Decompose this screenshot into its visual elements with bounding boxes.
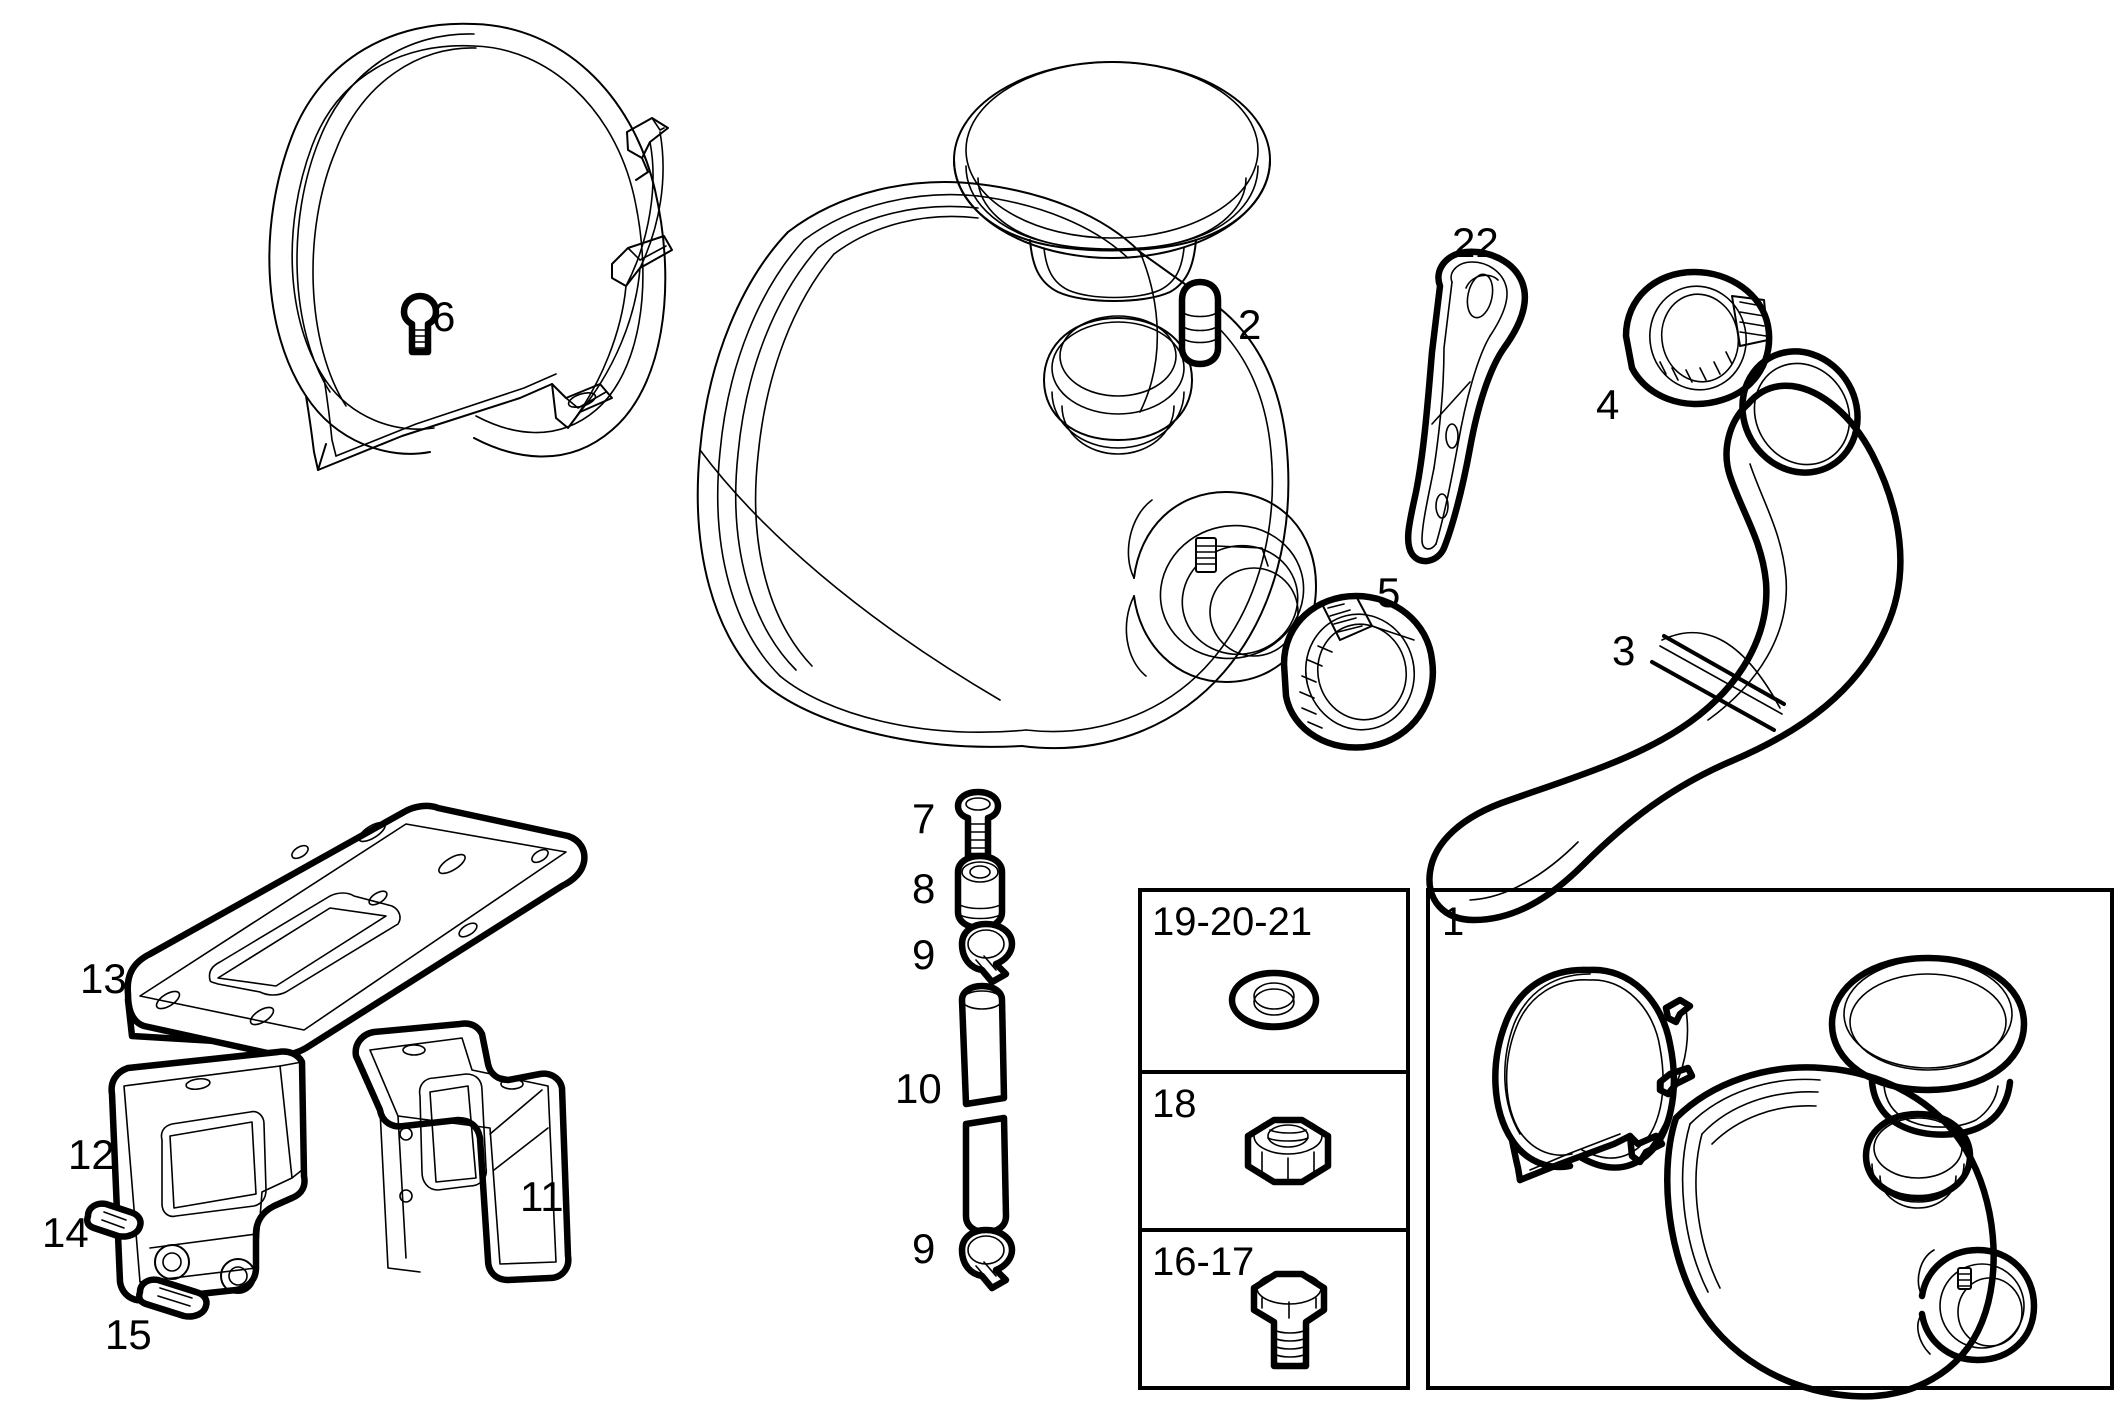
callout-9-upper: 9 <box>912 931 936 978</box>
plug-icon <box>1178 278 1222 368</box>
bolt-15-icon <box>136 1276 210 1320</box>
callout-6: 6 <box>432 293 456 340</box>
hex-bolt-icon <box>1250 1270 1328 1370</box>
callout-22: 22 <box>1452 219 1499 266</box>
callout-10: 10 <box>895 1065 942 1112</box>
screw-7-icon <box>954 788 1002 860</box>
callout-9-lower: 9 <box>912 1225 936 1272</box>
callout-11: 11 <box>520 1173 564 1220</box>
hex-nut-icon <box>1244 1116 1332 1186</box>
hose-clamp-4-icon <box>1622 268 1773 408</box>
callout-7: 7 <box>912 795 936 842</box>
inset-box-16-17-frame <box>1138 1228 1410 1390</box>
inset-box-label-19-20-21: 19-20-21 <box>1152 900 1313 944</box>
air-cleaner-cover-band-drawing <box>268 22 673 471</box>
inset-box-label-1: 1 <box>1442 900 1465 944</box>
hose-clamp-9-upper-icon <box>958 920 1016 986</box>
callout-12: 12 <box>68 1131 115 1178</box>
callout-13: 13 <box>80 955 127 1002</box>
bolt-14-icon <box>84 1200 144 1240</box>
callout-8: 8 <box>912 865 936 912</box>
callout-15: 15 <box>105 1311 152 1358</box>
mounting-plate-13-drawing <box>124 802 588 1058</box>
intake-hose-drawing <box>1426 348 1904 924</box>
support-bracket-12-drawing <box>108 1048 308 1304</box>
callout-14: 14 <box>42 1209 89 1256</box>
inset-box-1-frame <box>1426 888 2114 1390</box>
air-cleaner-housing-drawing <box>696 61 1317 750</box>
callout-4: 4 <box>1596 381 1620 428</box>
callout-2: 2 <box>1238 301 1262 348</box>
air-cleaner-assembly-icon <box>1492 954 2038 1400</box>
neck-stud-icon <box>1195 537 1217 573</box>
mounting-bracket-22-drawing <box>1404 248 1529 565</box>
washer-icon <box>1228 969 1320 1031</box>
callout-5: 5 <box>1377 569 1401 616</box>
bushing-8-icon <box>954 852 1006 932</box>
inset-box-label-16-17: 16-17 <box>1152 1240 1255 1284</box>
hose-clamp-9-lower-icon <box>958 1226 1016 1292</box>
support-bracket-11-drawing <box>352 1020 572 1284</box>
hose-clamp-5-icon <box>1280 592 1437 751</box>
callout-3: 3 <box>1612 627 1636 674</box>
rubber-hose-10-drawing <box>958 982 1010 1236</box>
inset-box-label-18: 18 <box>1152 1082 1197 1126</box>
bolt-icon <box>400 292 440 356</box>
